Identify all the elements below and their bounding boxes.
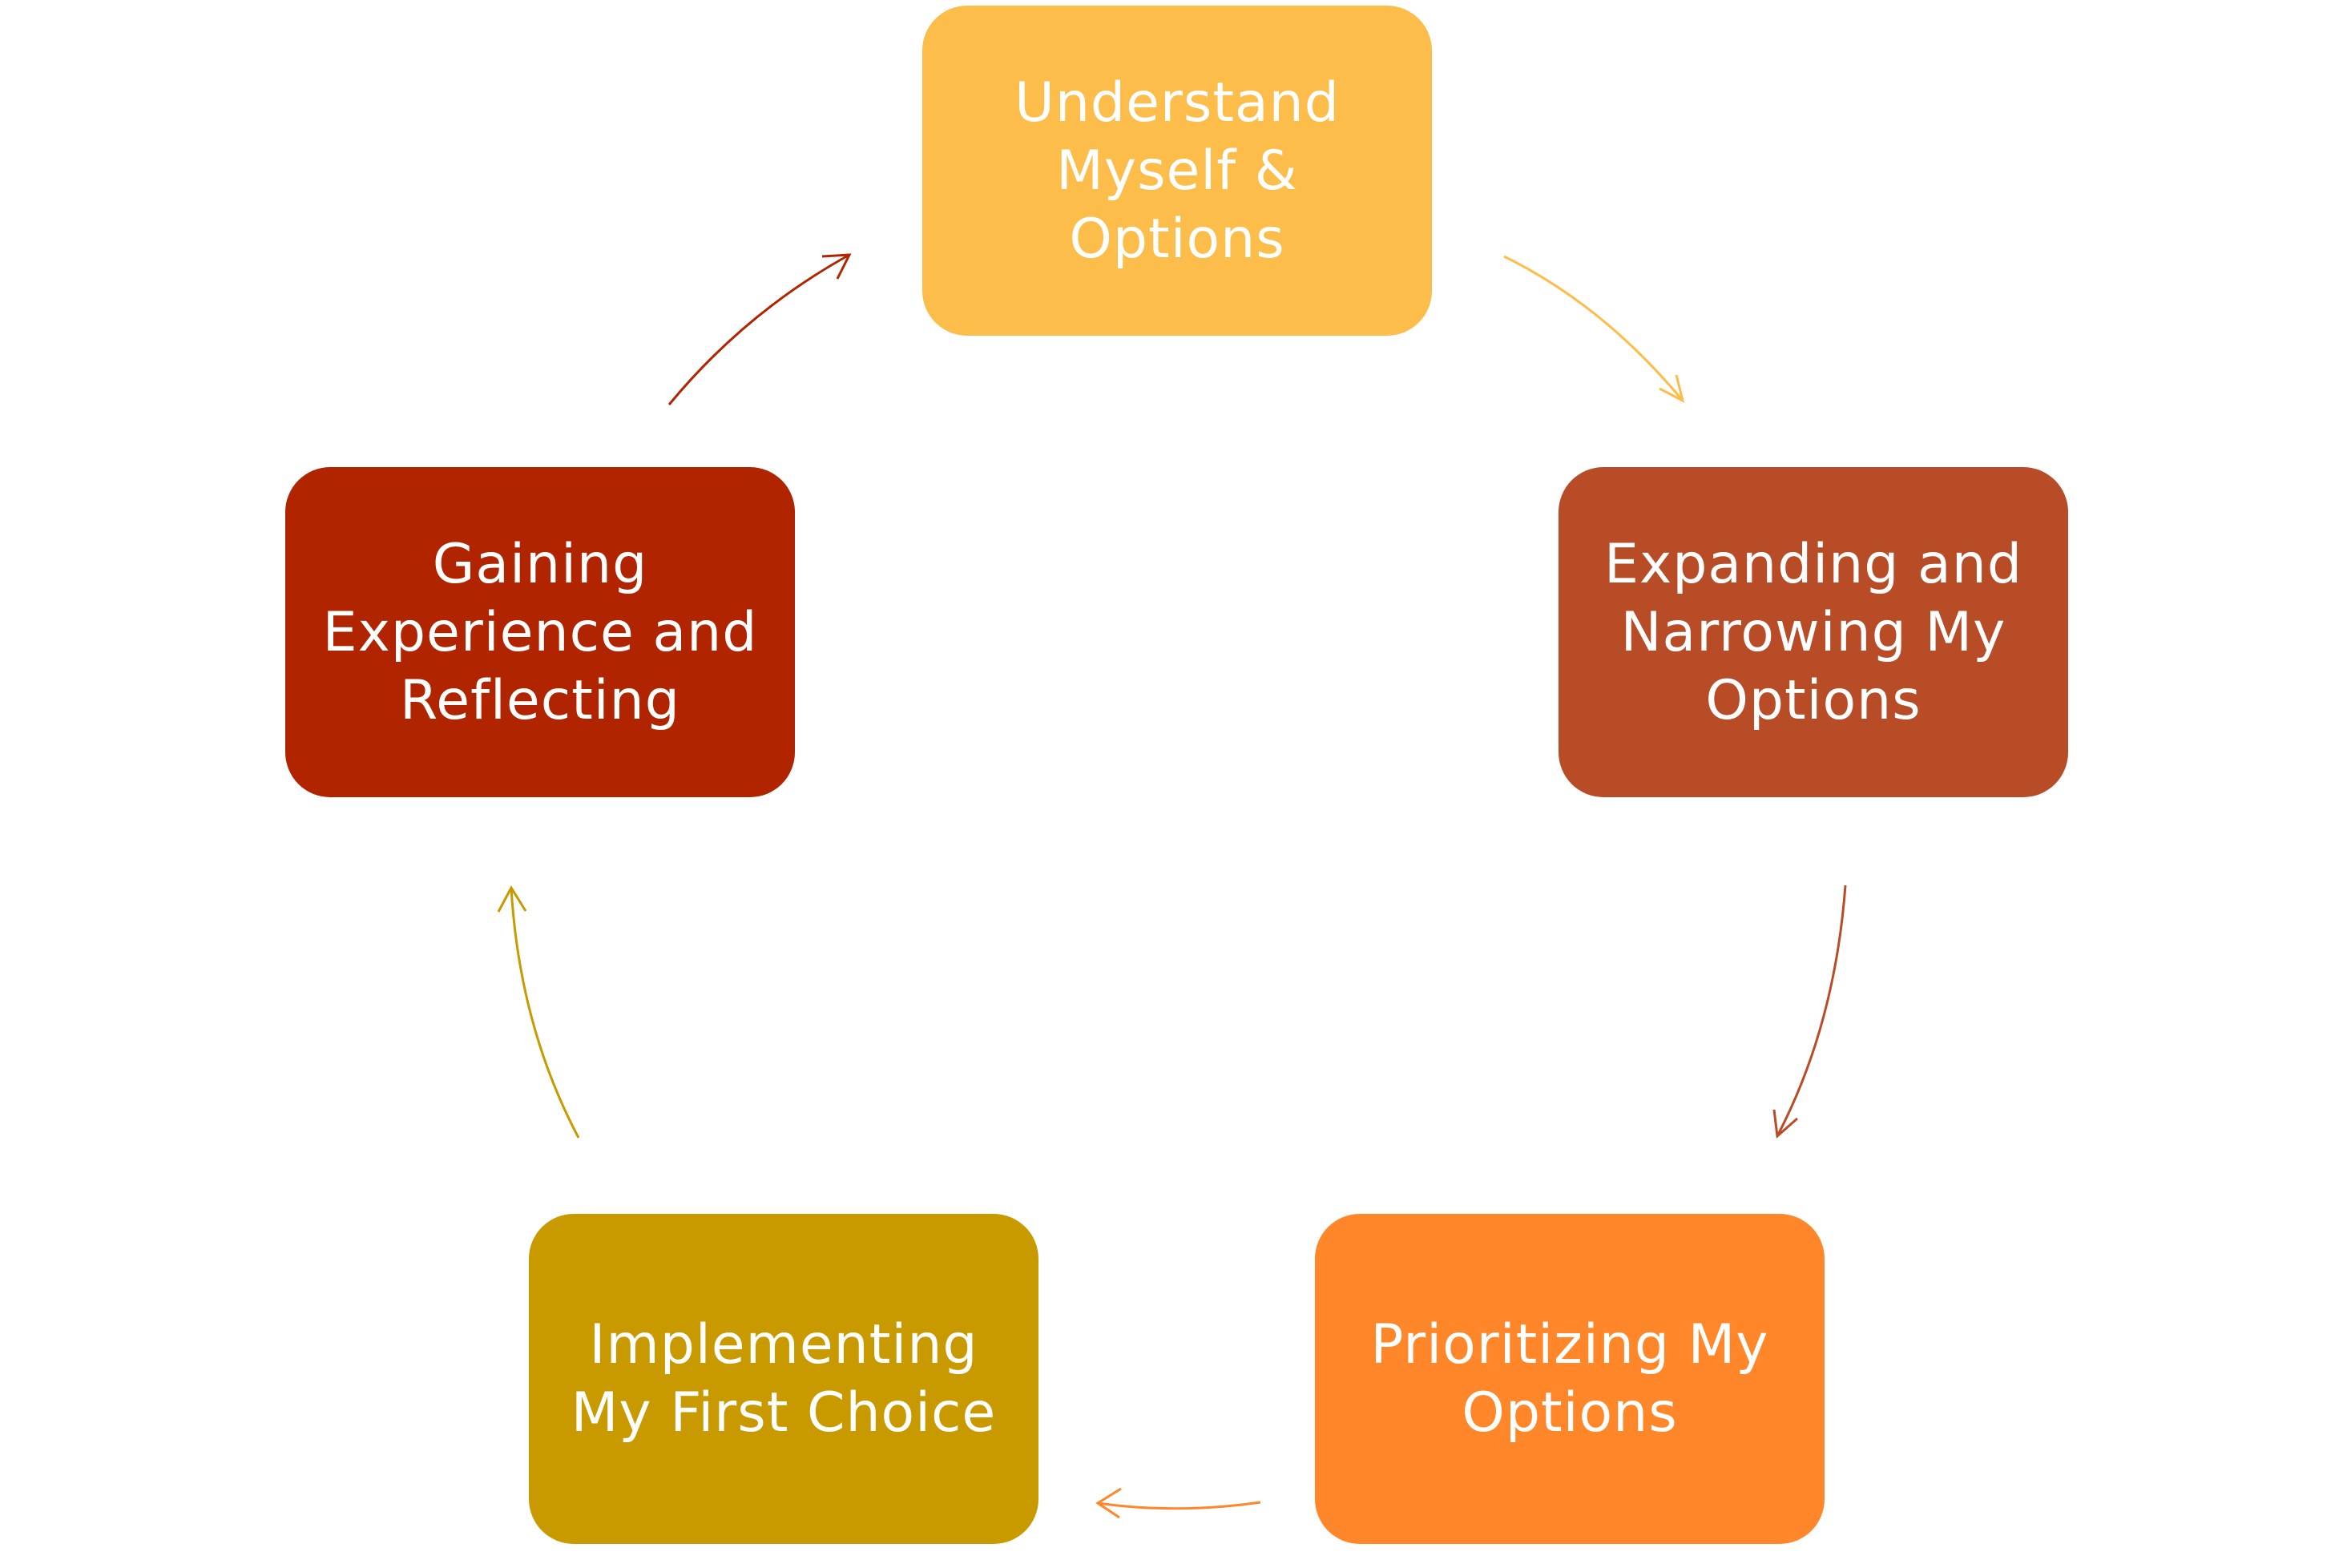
step-prioritizing-label: Prioritizing My Options [1370, 1313, 1769, 1445]
step-expanding-box: Expanding and Narrowing My Options [1559, 467, 2068, 797]
step-prioritizing-box: Prioritizing My Options [1315, 1214, 1825, 1544]
step-understand-box: Understand Myself & Options [922, 6, 1432, 336]
arrowhead-gaining-to-understand [821, 253, 852, 280]
step-gaining-box: Gaining Experience and Reflecting [285, 467, 795, 797]
arrow-understand-to-expanding [1503, 255, 1684, 401]
arrowhead-implementing-to-gaining [497, 885, 527, 913]
arrow-implementing-to-gaining [510, 887, 580, 1139]
step-implementing-box: Implementing My First Choice [529, 1214, 1038, 1544]
arrow-expanding-to-prioritizing [1776, 885, 1847, 1137]
arrowhead-understand-to-expanding [1659, 374, 1685, 403]
arrow-gaining-to-understand [667, 253, 850, 405]
step-expanding-label: Expanding and Narrowing My Options [1603, 532, 2022, 732]
step-gaining-label: Gaining Experience and Reflecting [322, 532, 758, 732]
arrowhead-prioritizing-to-implementing [1095, 1487, 1122, 1519]
step-implementing-label: Implementing My First Choice [571, 1313, 997, 1445]
arrow-prioritizing-to-implementing [1097, 1501, 1261, 1510]
arrowhead-expanding-to-prioritizing [1772, 1109, 1798, 1139]
step-understand-label: Understand Myself & Options [1014, 71, 1340, 271]
